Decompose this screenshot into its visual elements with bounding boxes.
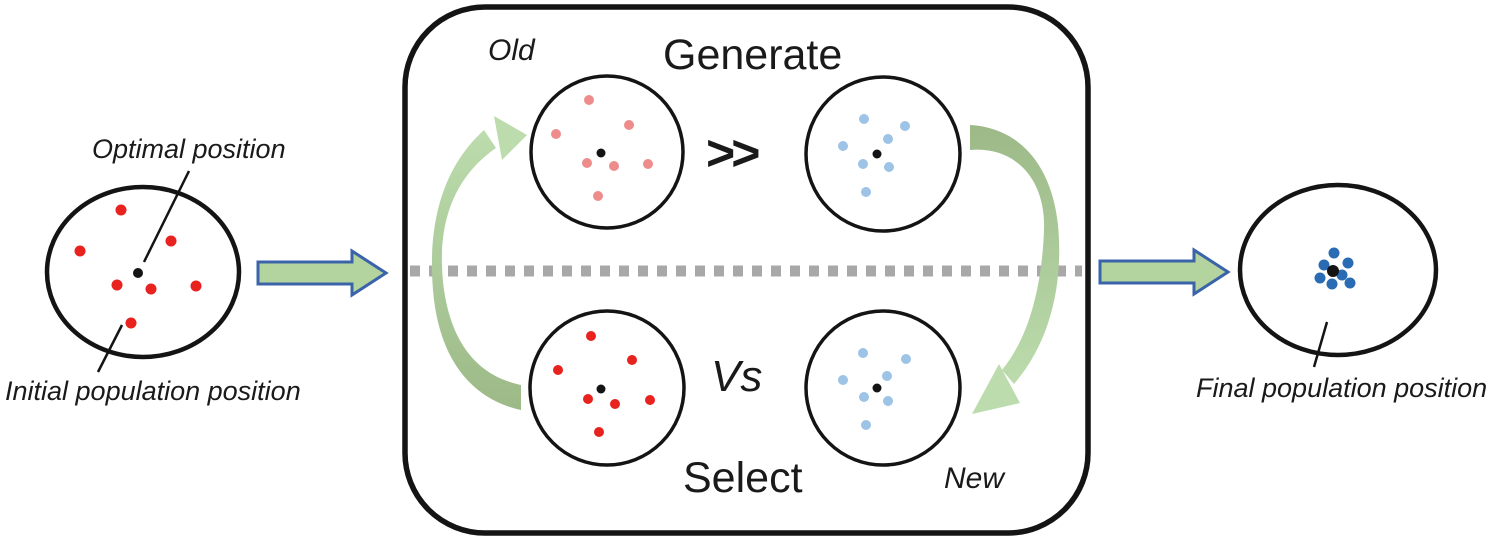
population-dot <box>1344 277 1356 289</box>
population-dot <box>133 268 143 278</box>
optimal-leader-line <box>142 170 191 263</box>
population-dot <box>883 396 893 406</box>
old-label: Old <box>488 34 535 67</box>
population-dot <box>858 348 868 358</box>
population-dot <box>900 121 910 131</box>
population-dot <box>584 95 594 105</box>
offspring-population-circle <box>804 75 962 233</box>
select-new-circle <box>804 309 962 467</box>
population-dot <box>872 383 882 393</box>
population-dot <box>610 399 620 409</box>
much-greater-symbol: >> <box>706 125 760 181</box>
new-label: New <box>944 462 1005 495</box>
final-population-label: Final population position <box>1196 373 1488 403</box>
population-dot <box>115 204 127 216</box>
offspring-population-dots <box>838 114 910 197</box>
old-population-circle <box>529 74 685 230</box>
old-population-dots <box>551 95 653 201</box>
output-flow-arrow <box>1098 247 1231 297</box>
population-dot <box>145 283 157 295</box>
population-dot <box>111 279 123 291</box>
cycle-arrow-down-head-icon <box>972 364 1020 414</box>
population-dot <box>861 187 871 197</box>
population-dot <box>884 162 894 172</box>
population-dot <box>1336 269 1348 281</box>
initial-population-ellipse <box>44 184 242 360</box>
population-dot <box>594 427 604 437</box>
population-dot <box>1318 259 1330 271</box>
initial-leader-line <box>96 324 124 373</box>
initial-population-label: Initial population position <box>5 376 301 406</box>
final-leader-line <box>1312 321 1329 368</box>
generate-label: Generate <box>663 31 843 79</box>
input-flow-arrow <box>256 248 389 298</box>
population-dot <box>882 371 892 381</box>
initial-population-dots <box>74 204 202 329</box>
final-population-dots <box>1314 247 1356 290</box>
select-new-dots <box>838 348 911 430</box>
population-dot <box>1314 272 1326 284</box>
population-dot <box>645 395 655 405</box>
population-dot <box>858 159 868 169</box>
cycle-arrow-up-head-icon <box>494 116 527 160</box>
cycle-arrow-up-body <box>431 130 521 410</box>
population-dot <box>883 134 893 144</box>
vs-label: Vs <box>711 352 763 401</box>
population-dot <box>861 420 871 430</box>
population-dot <box>838 141 848 151</box>
population-dot <box>190 280 202 292</box>
population-dot <box>643 159 653 169</box>
select-label: Select <box>683 454 803 502</box>
population-dot <box>859 392 869 402</box>
population-dot <box>586 331 596 341</box>
optimal-position-label: Optimal position <box>92 134 286 164</box>
population-dot <box>593 191 603 201</box>
population-dot <box>1327 265 1339 277</box>
population-dot <box>1328 247 1340 259</box>
population-dot <box>609 161 619 171</box>
population-dot <box>551 129 561 139</box>
population-dot <box>838 375 848 385</box>
population-dot <box>1326 278 1338 290</box>
population-dot <box>624 120 634 130</box>
population-dot <box>627 355 637 365</box>
population-dot <box>125 317 137 329</box>
select-old-dots <box>553 331 655 437</box>
cycle-arrow-down-body <box>970 125 1060 384</box>
population-dot <box>165 235 177 247</box>
population-dot <box>872 149 882 159</box>
population-dot <box>74 245 86 257</box>
select-old-circle <box>528 309 686 467</box>
population-dot <box>582 158 592 168</box>
population-dot <box>596 384 606 394</box>
population-dot <box>553 365 563 375</box>
population-dot <box>859 114 869 124</box>
population-dot <box>1342 257 1354 269</box>
population-dot <box>583 394 593 404</box>
population-dot <box>596 148 606 158</box>
population-dot <box>901 354 911 364</box>
